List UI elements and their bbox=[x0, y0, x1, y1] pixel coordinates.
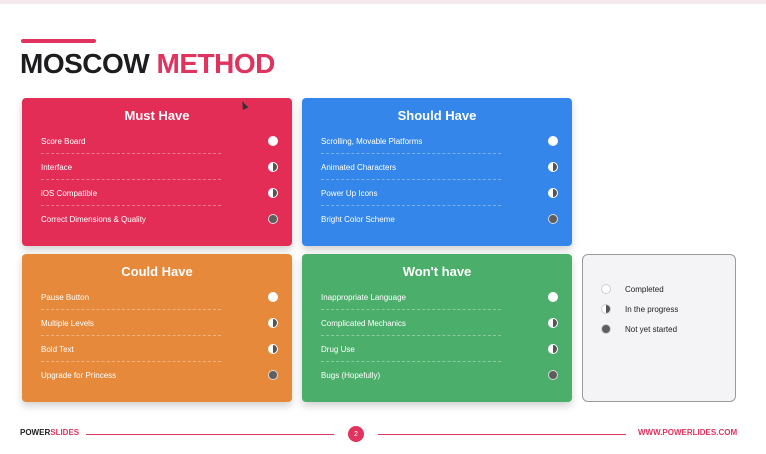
circle-full-icon bbox=[548, 136, 558, 146]
divider bbox=[321, 153, 501, 154]
circle-empty-icon bbox=[601, 324, 611, 334]
item-label: Inappropriate Language bbox=[321, 292, 406, 302]
footer-line-left bbox=[86, 434, 334, 435]
footer-line-right bbox=[378, 434, 626, 435]
circle-half-icon bbox=[548, 188, 558, 198]
card-title: Should Have bbox=[397, 108, 477, 123]
list-item: Animated Characters bbox=[321, 154, 558, 180]
divider bbox=[321, 179, 501, 180]
list-item: Bright Color Scheme bbox=[321, 206, 558, 232]
list-item: Inappropriate Language bbox=[321, 284, 558, 310]
circle-empty-icon bbox=[268, 214, 278, 224]
circle-half-icon bbox=[548, 344, 558, 354]
list-item: Correct Dimensions & Quality bbox=[41, 206, 278, 232]
divider bbox=[41, 153, 221, 154]
circle-half-icon bbox=[268, 162, 278, 172]
list-item: Bold Text bbox=[41, 336, 278, 362]
divider bbox=[41, 361, 221, 362]
divider bbox=[41, 335, 221, 336]
list-item: Complicated Mechanics bbox=[321, 310, 558, 336]
circle-full-icon bbox=[601, 284, 611, 294]
list-item: Scrolling, Movable Platforms bbox=[321, 128, 558, 154]
divider bbox=[321, 335, 501, 336]
card-must-have: Must Have Score Board Interface iOS Comp… bbox=[22, 98, 292, 246]
item-label: Upgrade for Princess bbox=[41, 370, 117, 380]
card-rows: Score Board Interface iOS Compatible Cor… bbox=[22, 128, 292, 232]
legend-item-not-started: Not yet started bbox=[601, 319, 735, 339]
item-label: Interface bbox=[41, 162, 73, 172]
divider bbox=[41, 309, 221, 310]
circle-full-icon bbox=[548, 292, 558, 302]
item-label: Complicated Mechanics bbox=[321, 318, 406, 328]
item-label: Score Board bbox=[41, 136, 86, 146]
card-rows: Scrolling, Movable Platforms Animated Ch… bbox=[302, 128, 572, 232]
top-line bbox=[0, 0, 766, 4]
brand-part-1: POWER bbox=[20, 428, 51, 437]
page-title: MOSCOW METHOD bbox=[20, 48, 275, 80]
item-label: Scrolling, Movable Platforms bbox=[321, 136, 423, 146]
item-label: Bugs (Hopefully) bbox=[321, 370, 381, 380]
divider bbox=[321, 361, 501, 362]
divider bbox=[321, 205, 501, 206]
brand-logo: POWERSLIDES bbox=[20, 428, 79, 437]
item-label: Bold Text bbox=[41, 344, 74, 354]
list-item: Bugs (Hopefully) bbox=[321, 362, 558, 388]
legend-label: In the progress bbox=[625, 304, 679, 314]
circle-half-icon bbox=[268, 318, 278, 328]
divider bbox=[321, 309, 501, 310]
circle-full-icon bbox=[268, 136, 278, 146]
list-item: Interface bbox=[41, 154, 278, 180]
status-legend: Completed In the progress Not yet starte… bbox=[582, 254, 736, 402]
circle-half-icon bbox=[548, 162, 558, 172]
page-number-badge: 2 bbox=[348, 426, 364, 442]
list-item: Multiple Levels bbox=[41, 310, 278, 336]
legend-label: Not yet started bbox=[625, 324, 678, 334]
item-label: Animated Characters bbox=[321, 162, 397, 172]
circle-half-icon bbox=[268, 188, 278, 198]
legend-label: Completed bbox=[625, 284, 664, 294]
card-title: Could Have bbox=[121, 264, 193, 279]
card-could-have: Could Have Pause Button Multiple Levels … bbox=[22, 254, 292, 402]
card-wont-have: Won't have Inappropriate Language Compli… bbox=[302, 254, 572, 402]
website-link[interactable]: WWW.POWERLIDES.COM bbox=[638, 428, 738, 437]
item-label: Bright Color Scheme bbox=[321, 214, 395, 224]
divider bbox=[41, 179, 221, 180]
divider bbox=[41, 205, 221, 206]
legend-item-in-progress: In the progress bbox=[601, 299, 735, 319]
circle-half-icon bbox=[268, 344, 278, 354]
card-title: Must Have bbox=[124, 108, 190, 123]
list-item: Pause Button bbox=[41, 284, 278, 310]
footer: POWERSLIDES 2 WWW.POWERLIDES.COM bbox=[0, 422, 766, 446]
circle-half-icon bbox=[548, 318, 558, 328]
circle-empty-icon bbox=[548, 370, 558, 380]
legend-item-completed: Completed bbox=[601, 279, 735, 299]
title-accent-bar bbox=[21, 39, 96, 43]
title-part-1: MOSCOW bbox=[20, 48, 150, 79]
list-item: Upgrade for Princess bbox=[41, 362, 278, 388]
item-label: Pause Button bbox=[41, 292, 90, 302]
item-label: Multiple Levels bbox=[41, 318, 94, 328]
list-item: Score Board bbox=[41, 128, 278, 154]
card-rows: Pause Button Multiple Levels Bold Text U… bbox=[22, 284, 292, 388]
card-title: Won't have bbox=[402, 264, 472, 279]
item-label: Power Up Icons bbox=[321, 188, 378, 198]
list-item: Power Up Icons bbox=[321, 180, 558, 206]
item-label: Correct Dimensions & Quality bbox=[41, 214, 146, 224]
card-rows: Inappropriate Language Complicated Mecha… bbox=[302, 284, 572, 388]
card-should-have: Should Have Scrolling, Movable Platforms… bbox=[302, 98, 572, 246]
brand-part-2: SLIDES bbox=[50, 428, 80, 437]
circle-full-icon bbox=[268, 292, 278, 302]
item-label: Drug Use bbox=[321, 344, 355, 354]
circle-empty-icon bbox=[268, 370, 278, 380]
circle-empty-icon bbox=[548, 214, 558, 224]
item-label: iOS Compatible bbox=[41, 188, 98, 198]
list-item: iOS Compatible bbox=[41, 180, 278, 206]
list-item: Drug Use bbox=[321, 336, 558, 362]
circle-half-icon bbox=[601, 304, 611, 314]
title-part-2: METHOD bbox=[156, 48, 276, 79]
